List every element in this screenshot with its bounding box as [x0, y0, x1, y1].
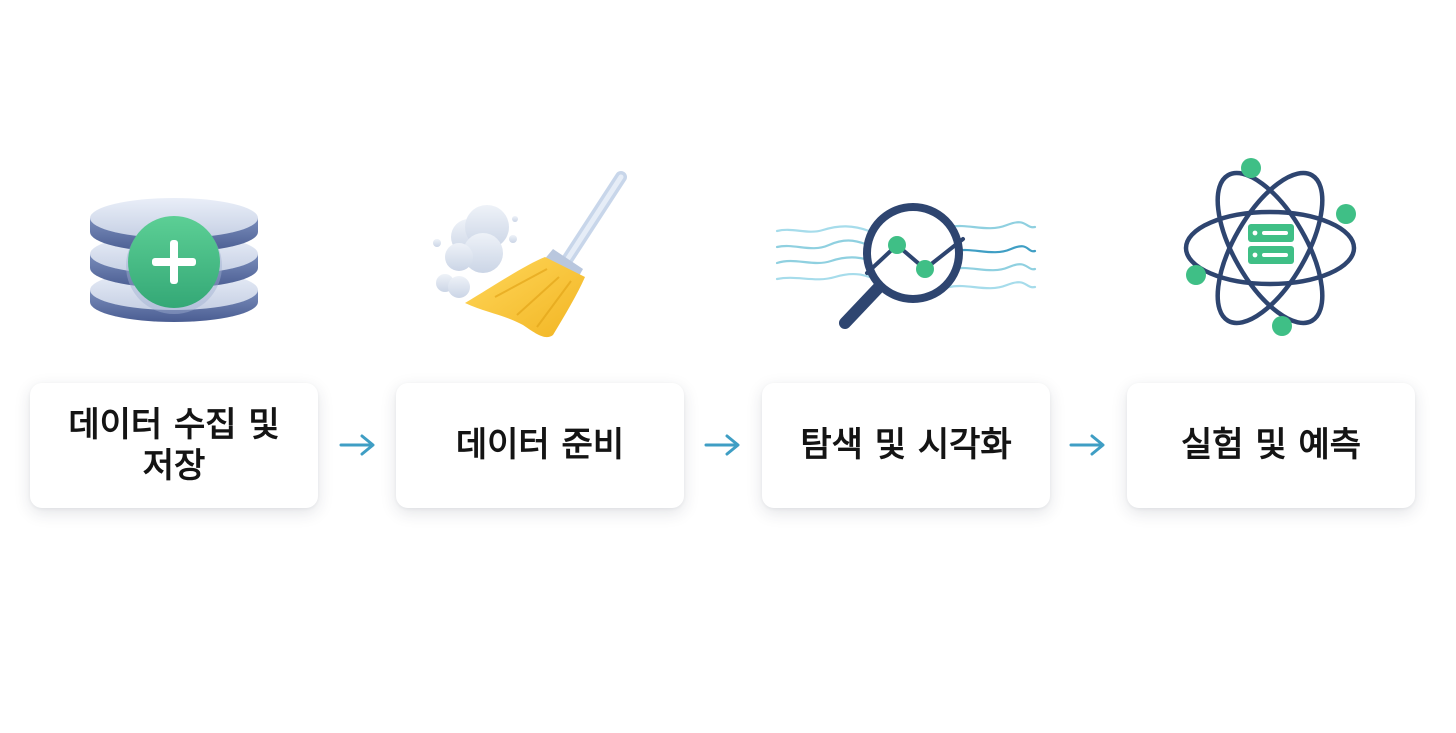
broom-icon — [425, 165, 630, 345]
arrow-right-icon — [703, 430, 743, 460]
step-card-data-collection: 데이터 수집 및 저장 — [30, 383, 318, 508]
step-card-data-preparation: 데이터 준비 — [396, 383, 684, 508]
atom-server-icon — [1180, 152, 1360, 342]
step-label: 데이터 준비 — [455, 425, 625, 466]
magnifier-chart-icon — [773, 195, 1038, 335]
step-label: 데이터 수집 및 저장 — [68, 404, 280, 486]
step-card-exploration: 탐색 및 시각화 — [762, 383, 1050, 508]
arrow-right-icon — [338, 430, 378, 460]
step-card-experiment: 실험 및 예측 — [1127, 383, 1415, 508]
step-label: 실험 및 예측 — [1180, 425, 1362, 466]
step-label: 탐색 및 시각화 — [800, 425, 1012, 466]
arrow-right-icon — [1068, 430, 1108, 460]
database-add-icon — [84, 178, 264, 330]
